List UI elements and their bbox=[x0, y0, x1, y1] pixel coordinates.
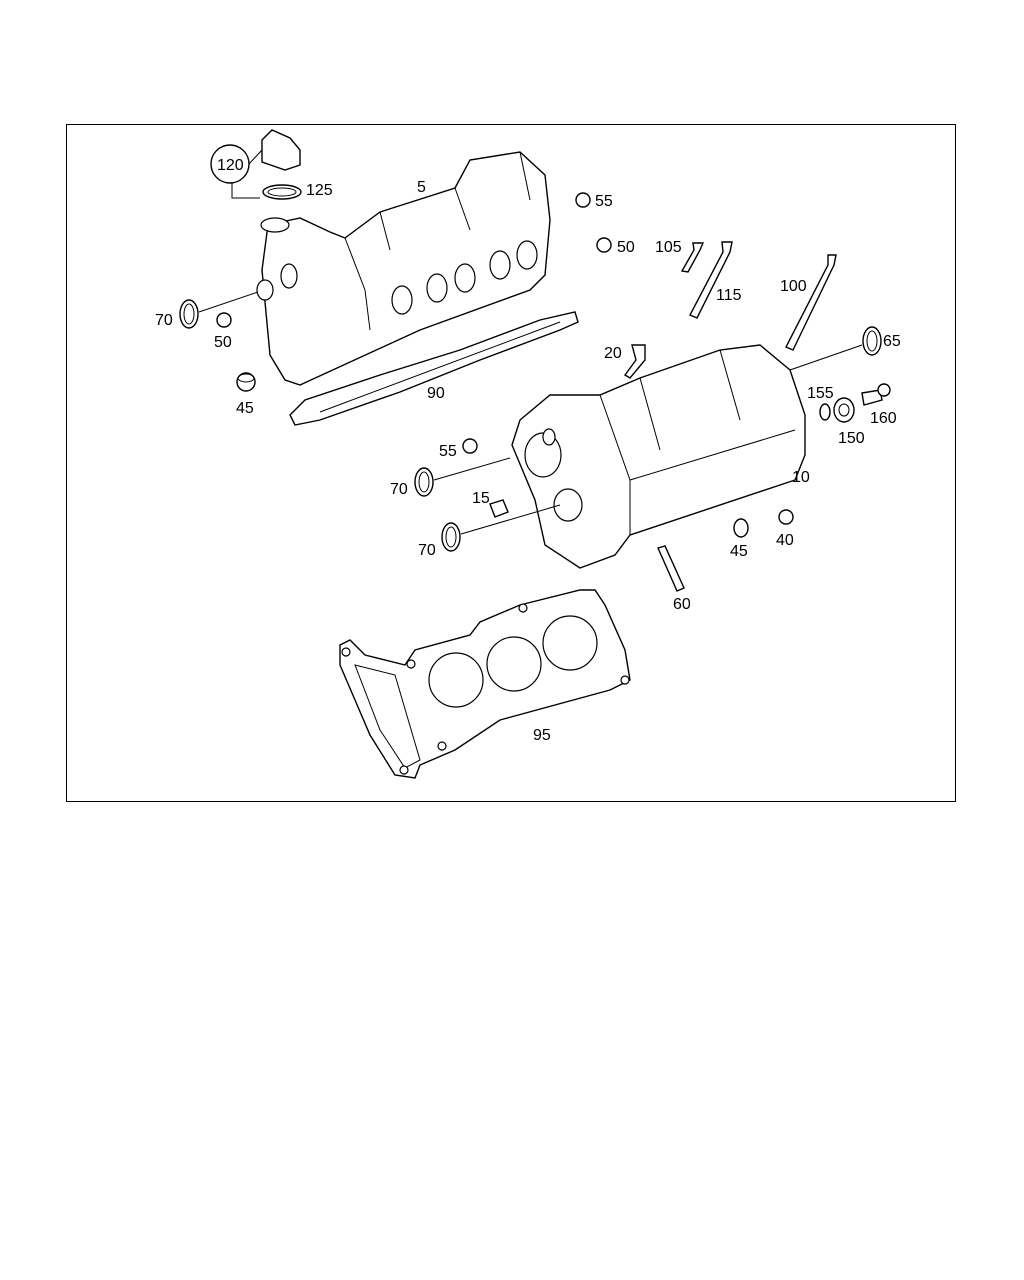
diagram-frame bbox=[66, 124, 956, 802]
plug-part-50-mid bbox=[596, 237, 612, 253]
plug-part-50-upper bbox=[216, 312, 232, 328]
seal-ring-70-lower-a bbox=[414, 457, 511, 497]
callout-15: 15 bbox=[472, 490, 490, 507]
stud-part-60 bbox=[657, 545, 685, 592]
plug-part-40 bbox=[778, 509, 794, 525]
screw-part-160 bbox=[861, 383, 891, 406]
plug-part-150 bbox=[833, 397, 855, 423]
callout-45-lower: 45 bbox=[730, 543, 748, 560]
callout-115: 115 bbox=[716, 287, 742, 304]
callout-95: 95 bbox=[533, 727, 551, 744]
callout-20: 20 bbox=[604, 345, 622, 362]
callout-120: 120 bbox=[217, 157, 244, 174]
seal-ring-70-upper bbox=[179, 291, 259, 329]
washer-part-155 bbox=[819, 403, 831, 421]
callout-60: 60 bbox=[673, 596, 691, 613]
seal-ring-70-lower-b bbox=[441, 504, 561, 552]
callout-105: 105 bbox=[655, 239, 682, 256]
callout-65: 65 bbox=[883, 333, 901, 350]
callout-40: 40 bbox=[776, 532, 794, 549]
cap-part-120 bbox=[210, 129, 302, 200]
gasket-part-90 bbox=[289, 311, 579, 426]
bushing-part-45-lower bbox=[733, 518, 749, 538]
plug-part-55-upper bbox=[575, 192, 591, 208]
cylinder-head-upper bbox=[256, 151, 551, 386]
callout-45-upper: 45 bbox=[236, 400, 254, 417]
callout-100: 100 bbox=[780, 278, 807, 295]
seal-ring-65 bbox=[789, 326, 882, 371]
sleeve-part-15 bbox=[489, 499, 509, 518]
callout-55-lower: 55 bbox=[439, 443, 457, 460]
callout-90: 90 bbox=[427, 385, 445, 402]
bolt-part-100 bbox=[785, 254, 837, 351]
callout-50-upper: 50 bbox=[214, 334, 232, 351]
callout-150: 150 bbox=[838, 430, 865, 447]
plug-part-55-lower bbox=[462, 438, 478, 454]
callout-70-upper: 70 bbox=[155, 312, 173, 329]
callout-55-upper: 55 bbox=[595, 193, 613, 210]
callout-155: 155 bbox=[807, 385, 834, 402]
head-gasket-part-95 bbox=[339, 589, 631, 779]
bolt-part-20 bbox=[623, 344, 646, 379]
callout-160: 160 bbox=[870, 410, 897, 427]
callout-5: 5 bbox=[417, 179, 426, 196]
callout-70-lower-b: 70 bbox=[418, 542, 436, 559]
bolt-part-115 bbox=[689, 241, 733, 319]
bolt-part-105 bbox=[680, 242, 705, 273]
callout-70-lower-a: 70 bbox=[390, 481, 408, 498]
callout-50-mid: 50 bbox=[617, 239, 635, 256]
cylinder-head-lower bbox=[511, 344, 806, 569]
callout-125: 125 bbox=[306, 182, 333, 199]
callout-10: 10 bbox=[792, 469, 810, 486]
bushing-part-45-upper bbox=[236, 372, 256, 392]
